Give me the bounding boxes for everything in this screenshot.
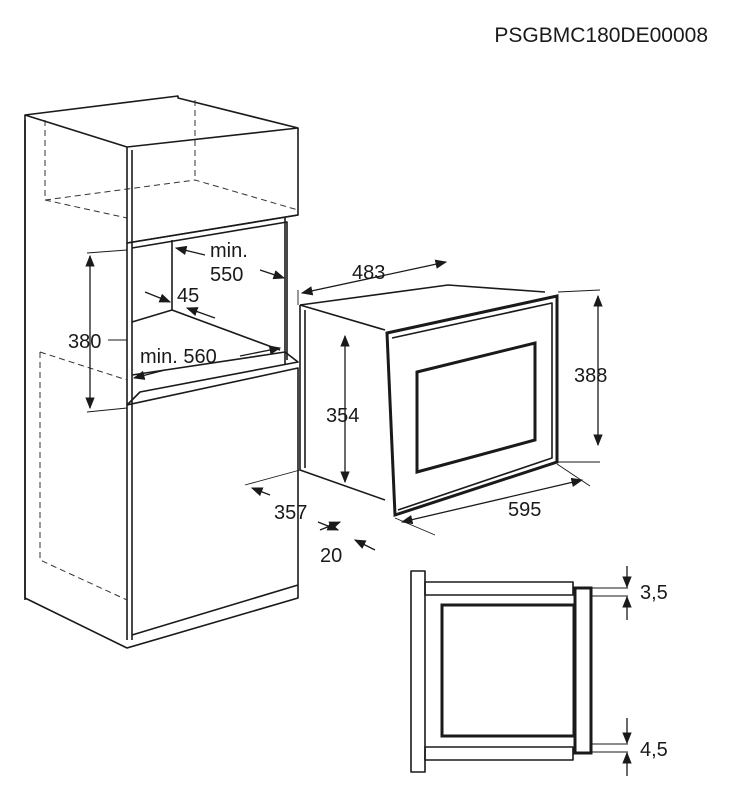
section-detail: 3,5 4,5 [410, 566, 668, 776]
niche-width-label: min. 560 [140, 346, 217, 368]
niche-depth-value: 550 [210, 264, 243, 286]
model-code: PSGBMC180DE00008 [494, 24, 708, 47]
kitchen-cabinet: min. 550 45 380 min. 560 [24, 95, 299, 649]
front-thickness-label: 20 [320, 545, 342, 567]
top-gap-label: 3,5 [640, 582, 668, 604]
body-width-label: 483 [352, 262, 385, 284]
body-height-label: 354 [326, 405, 359, 427]
niche-depth-label: min. [210, 240, 248, 262]
niche-height-label: 380 [68, 331, 101, 353]
bottom-gap-label: 4,5 [640, 739, 668, 761]
microwave-appliance: 483 354 388 357 595 20 [244, 259, 607, 567]
body-depth-label: 357 [274, 502, 307, 524]
front-height-label: 388 [574, 365, 607, 387]
front-width-label: 595 [508, 499, 541, 521]
rear-gap-label: 45 [177, 285, 199, 307]
